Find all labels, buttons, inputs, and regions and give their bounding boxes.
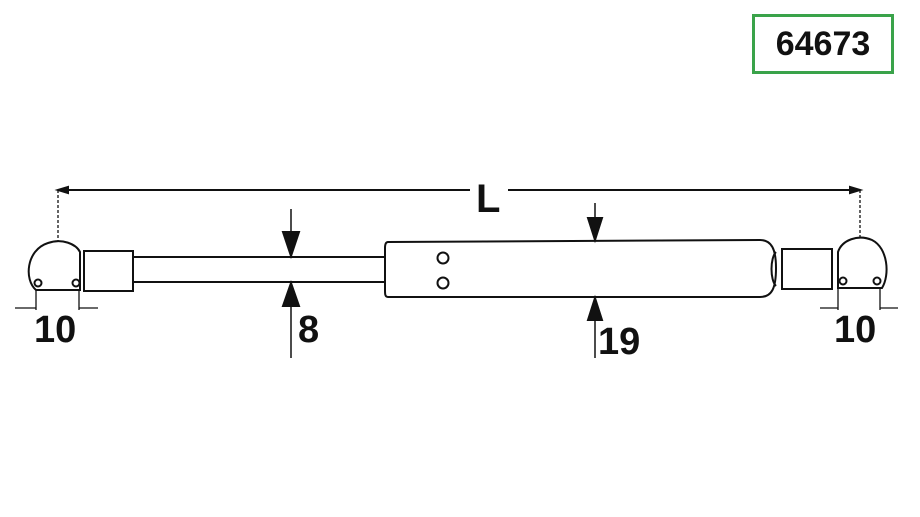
cylinder-hole	[436, 251, 450, 265]
left-ball-socket	[27, 240, 81, 291]
right-ball-socket	[837, 236, 888, 289]
right-end-dimension: 10	[834, 309, 876, 351]
part-number-badge: 64673	[752, 14, 894, 74]
rod-diameter-dimension: 8	[298, 309, 319, 351]
left-end-dimension: 10	[34, 309, 76, 351]
length-label: L	[476, 177, 500, 221]
cylinder-hole	[436, 276, 450, 290]
piston-rod	[132, 256, 386, 283]
cylinder-body	[384, 238, 778, 298]
cylinder-diameter-dimension: 19	[598, 321, 640, 363]
left-sleeve	[83, 250, 134, 292]
right-sleeve	[781, 248, 833, 290]
